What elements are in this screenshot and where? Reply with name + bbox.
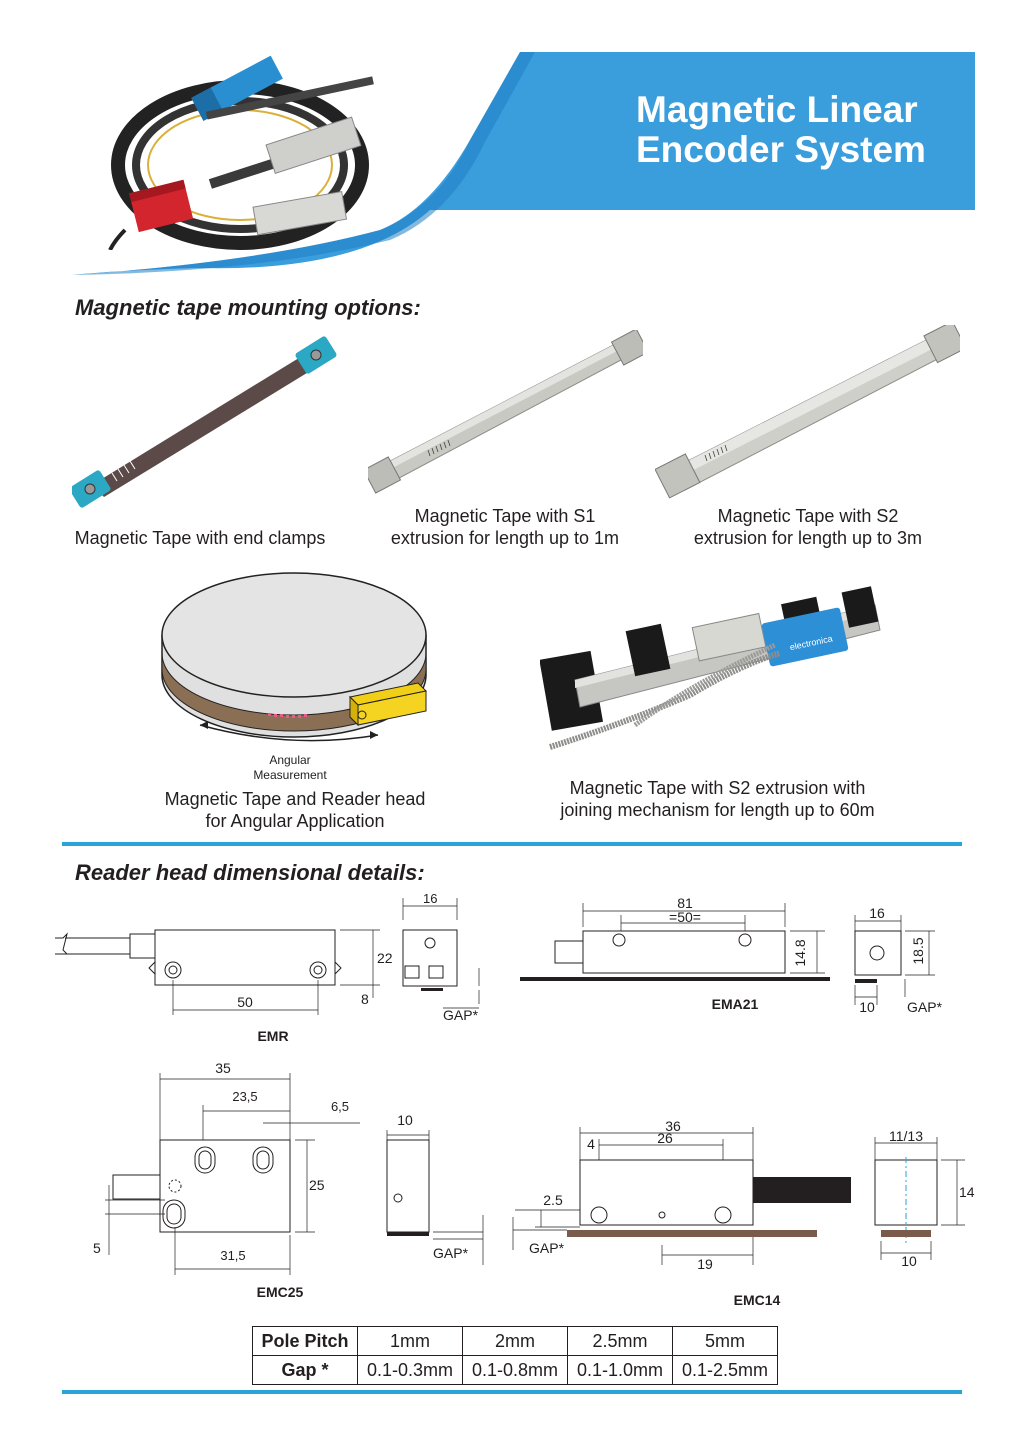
svg-text:GAP*: GAP* bbox=[433, 1245, 469, 1261]
angular-application-drawing bbox=[161, 572, 428, 742]
svg-text:GAP*: GAP* bbox=[443, 1007, 479, 1023]
emc14-drawing: 36 26 4 2.5 GAP* 19 11/13 14 10 EMC14 bbox=[512, 1118, 975, 1308]
svg-text:10: 10 bbox=[397, 1112, 413, 1128]
svg-text:18.5: 18.5 bbox=[910, 937, 926, 964]
svg-text:11/13: 11/13 bbox=[889, 1128, 923, 1144]
emr-drawing: 50 22 8 16 GAP* EMR bbox=[55, 891, 480, 1044]
angular-label: Angular Measurement bbox=[253, 753, 327, 782]
emc25-drawing: 35 23,5 6,5 25 5 31,5 10 GAP* EMC25 bbox=[93, 1060, 484, 1300]
svg-text:25: 25 bbox=[309, 1177, 325, 1193]
table-cell: 2.5mm bbox=[567, 1326, 673, 1356]
table-cell: 0.1-0.8mm bbox=[462, 1355, 568, 1385]
svg-text:35: 35 bbox=[215, 1060, 231, 1076]
table-row: Pole Pitch 1mm 2mm 2.5mm 5mm bbox=[252, 1326, 778, 1356]
svg-text:EMA21: EMA21 bbox=[712, 996, 759, 1012]
ema21-drawing: 81 =50= 14.8 EMA21 16 18.5 10 GAP* bbox=[520, 895, 943, 1015]
reader-heading: Reader head dimensional details: bbox=[75, 860, 425, 885]
svg-text:10: 10 bbox=[901, 1253, 917, 1269]
tape-s1-extrusion-image bbox=[368, 330, 643, 494]
svg-text:16: 16 bbox=[869, 905, 885, 921]
table-header-gap: Gap * bbox=[252, 1355, 358, 1385]
svg-text:31,5: 31,5 bbox=[220, 1248, 245, 1263]
table-cell: 0.1-0.3mm bbox=[357, 1355, 463, 1385]
svg-text:14.8: 14.8 bbox=[792, 939, 808, 966]
title-line-2: Encoder System bbox=[636, 129, 926, 170]
svg-text:5: 5 bbox=[93, 1240, 101, 1256]
divider-1 bbox=[62, 842, 962, 846]
table-cell: 2mm bbox=[462, 1326, 568, 1356]
caption-s2-extrusion: Magnetic Tape with S2 extrusion for leng… bbox=[693, 506, 923, 548]
caption-joining: Magnetic Tape with S2 extrusion with joi… bbox=[560, 778, 875, 820]
svg-text:GAP*: GAP* bbox=[529, 1240, 565, 1256]
svg-text:Angular: Angular bbox=[269, 753, 310, 767]
page-title: Magnetic Linear Encoder System bbox=[636, 90, 996, 170]
svg-text:10: 10 bbox=[859, 999, 875, 1015]
table-row: Gap * 0.1-0.3mm 0.1-0.8mm 0.1-1.0mm 0.1-… bbox=[252, 1355, 778, 1385]
tape-end-clamps-image bbox=[72, 336, 337, 508]
table-cell: 0.1-1.0mm bbox=[567, 1355, 673, 1385]
svg-text:36: 36 bbox=[665, 1118, 681, 1134]
caption-angular: Magnetic Tape and Reader head for Angula… bbox=[164, 789, 426, 831]
svg-text:Measurement: Measurement bbox=[253, 768, 327, 782]
svg-text:=50=: =50= bbox=[669, 909, 701, 925]
svg-text:23,5: 23,5 bbox=[232, 1089, 257, 1104]
hero-product-photo bbox=[108, 55, 374, 250]
caption-s1-extrusion: Magnetic Tape with S1 extrusion for leng… bbox=[390, 506, 620, 548]
divider-2 bbox=[62, 1390, 962, 1394]
header-banner bbox=[72, 52, 975, 275]
table-header-pole-pitch: Pole Pitch bbox=[252, 1326, 358, 1356]
tape-s2-extrusion-image bbox=[655, 325, 960, 499]
svg-text:16: 16 bbox=[423, 891, 437, 906]
svg-text:4: 4 bbox=[587, 1136, 595, 1152]
svg-text:GAP*: GAP* bbox=[907, 999, 943, 1015]
caption-end-clamps: Magnetic Tape with end clamps bbox=[74, 528, 326, 548]
svg-text:50: 50 bbox=[237, 994, 253, 1010]
joining-mechanism-image: electronica bbox=[540, 586, 881, 750]
table-cell: 0.1-2.5mm bbox=[672, 1355, 778, 1385]
svg-text:EMR: EMR bbox=[257, 1028, 288, 1044]
svg-text:81: 81 bbox=[677, 895, 693, 911]
svg-text:8: 8 bbox=[361, 991, 369, 1007]
svg-text:26: 26 bbox=[657, 1130, 673, 1146]
svg-text:22: 22 bbox=[377, 950, 393, 966]
table-cell: 1mm bbox=[357, 1326, 463, 1356]
table-cell: 5mm bbox=[672, 1326, 778, 1356]
svg-text:6,5: 6,5 bbox=[331, 1099, 349, 1114]
pole-pitch-gap-table: Pole Pitch 1mm 2mm 2.5mm 5mm Gap * 0.1-0… bbox=[252, 1326, 778, 1385]
title-line-1: Magnetic Linear bbox=[636, 89, 918, 130]
svg-text:2.5: 2.5 bbox=[543, 1192, 563, 1208]
svg-text:19: 19 bbox=[697, 1256, 713, 1272]
svg-text:14: 14 bbox=[959, 1184, 975, 1200]
mounting-heading: Magnetic tape mounting options: bbox=[75, 295, 421, 320]
svg-text:EMC25: EMC25 bbox=[257, 1284, 304, 1300]
svg-text:EMC14: EMC14 bbox=[734, 1292, 781, 1308]
